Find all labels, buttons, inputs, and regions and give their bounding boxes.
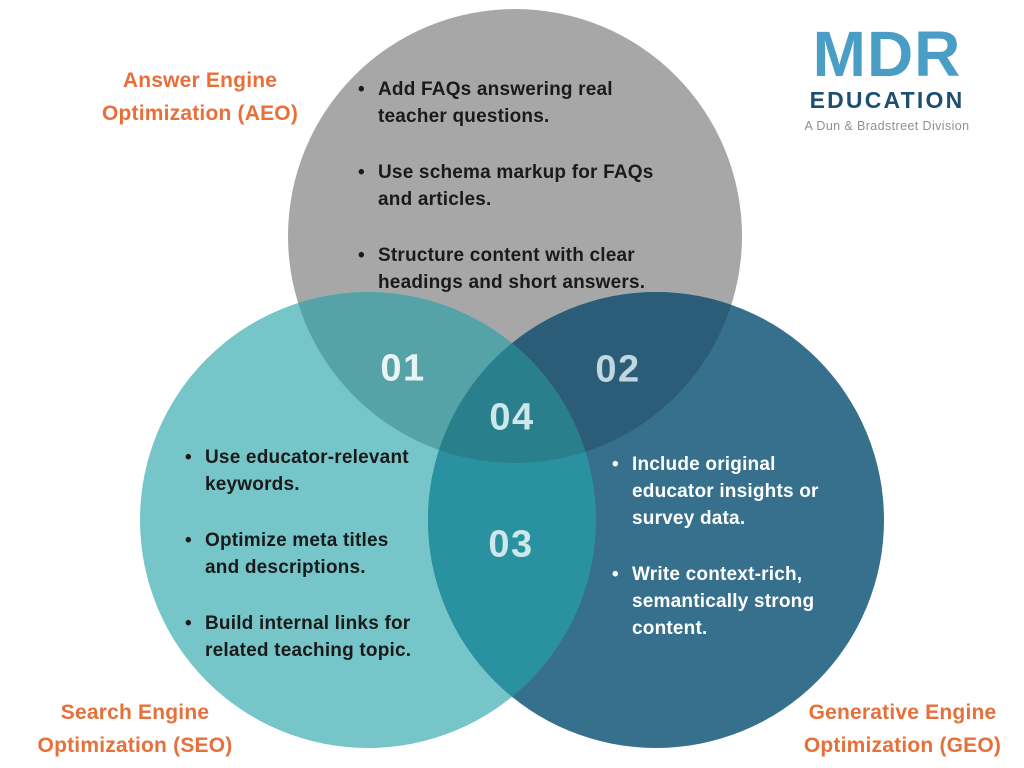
seo-bullet-2: Optimize meta titles and descriptions. [183,527,448,581]
triple-overlap-region [428,292,596,463]
mdr-logo-tagline: A Dun & Bradstreet Division [804,119,970,133]
aeo-bullet-3: Structure content with clear headings an… [356,242,691,296]
overlap-number-seo-aeo: 01 [380,347,426,390]
aeo-title: Answer Engine Optimization (AEO) [101,69,299,125]
seo-bullet-1: Use educator-relevant keywords. [183,444,448,498]
seo-bullet-list: Use educator-relevant keywords. Optimize… [183,444,448,693]
seo-bullet-3: Build internal links for related teachin… [183,610,448,664]
overlap-number-seo-geo: 03 [488,523,534,566]
mdr-logo-brand: MDR [812,18,962,90]
geo-bullet-2: Write context-rich, semantically strong … [610,561,845,642]
overlap-number-center: 04 [489,396,535,439]
mdr-education-logo: MDR EDUCATION A Dun & Bradstreet Divisio… [778,18,996,133]
mdr-logo-division: EDUCATION [809,87,965,113]
geo-bullet-1: Include original educator insights or su… [610,451,845,532]
aeo-bullet-1: Add FAQs answering real teacher question… [356,76,691,130]
overlap-number-geo-aeo: 02 [595,348,641,391]
seo-title: Search Engine Optimization (SEO) [37,701,233,757]
geo-bullet-list: Include original educator insights or su… [610,451,845,671]
aeo-bullet-list: Add FAQs answering real teacher question… [356,76,691,325]
geo-title: Generative Engine Optimization (GEO) [803,701,1002,757]
aeo-bullet-2: Use schema markup for FAQs and articles. [356,159,691,213]
